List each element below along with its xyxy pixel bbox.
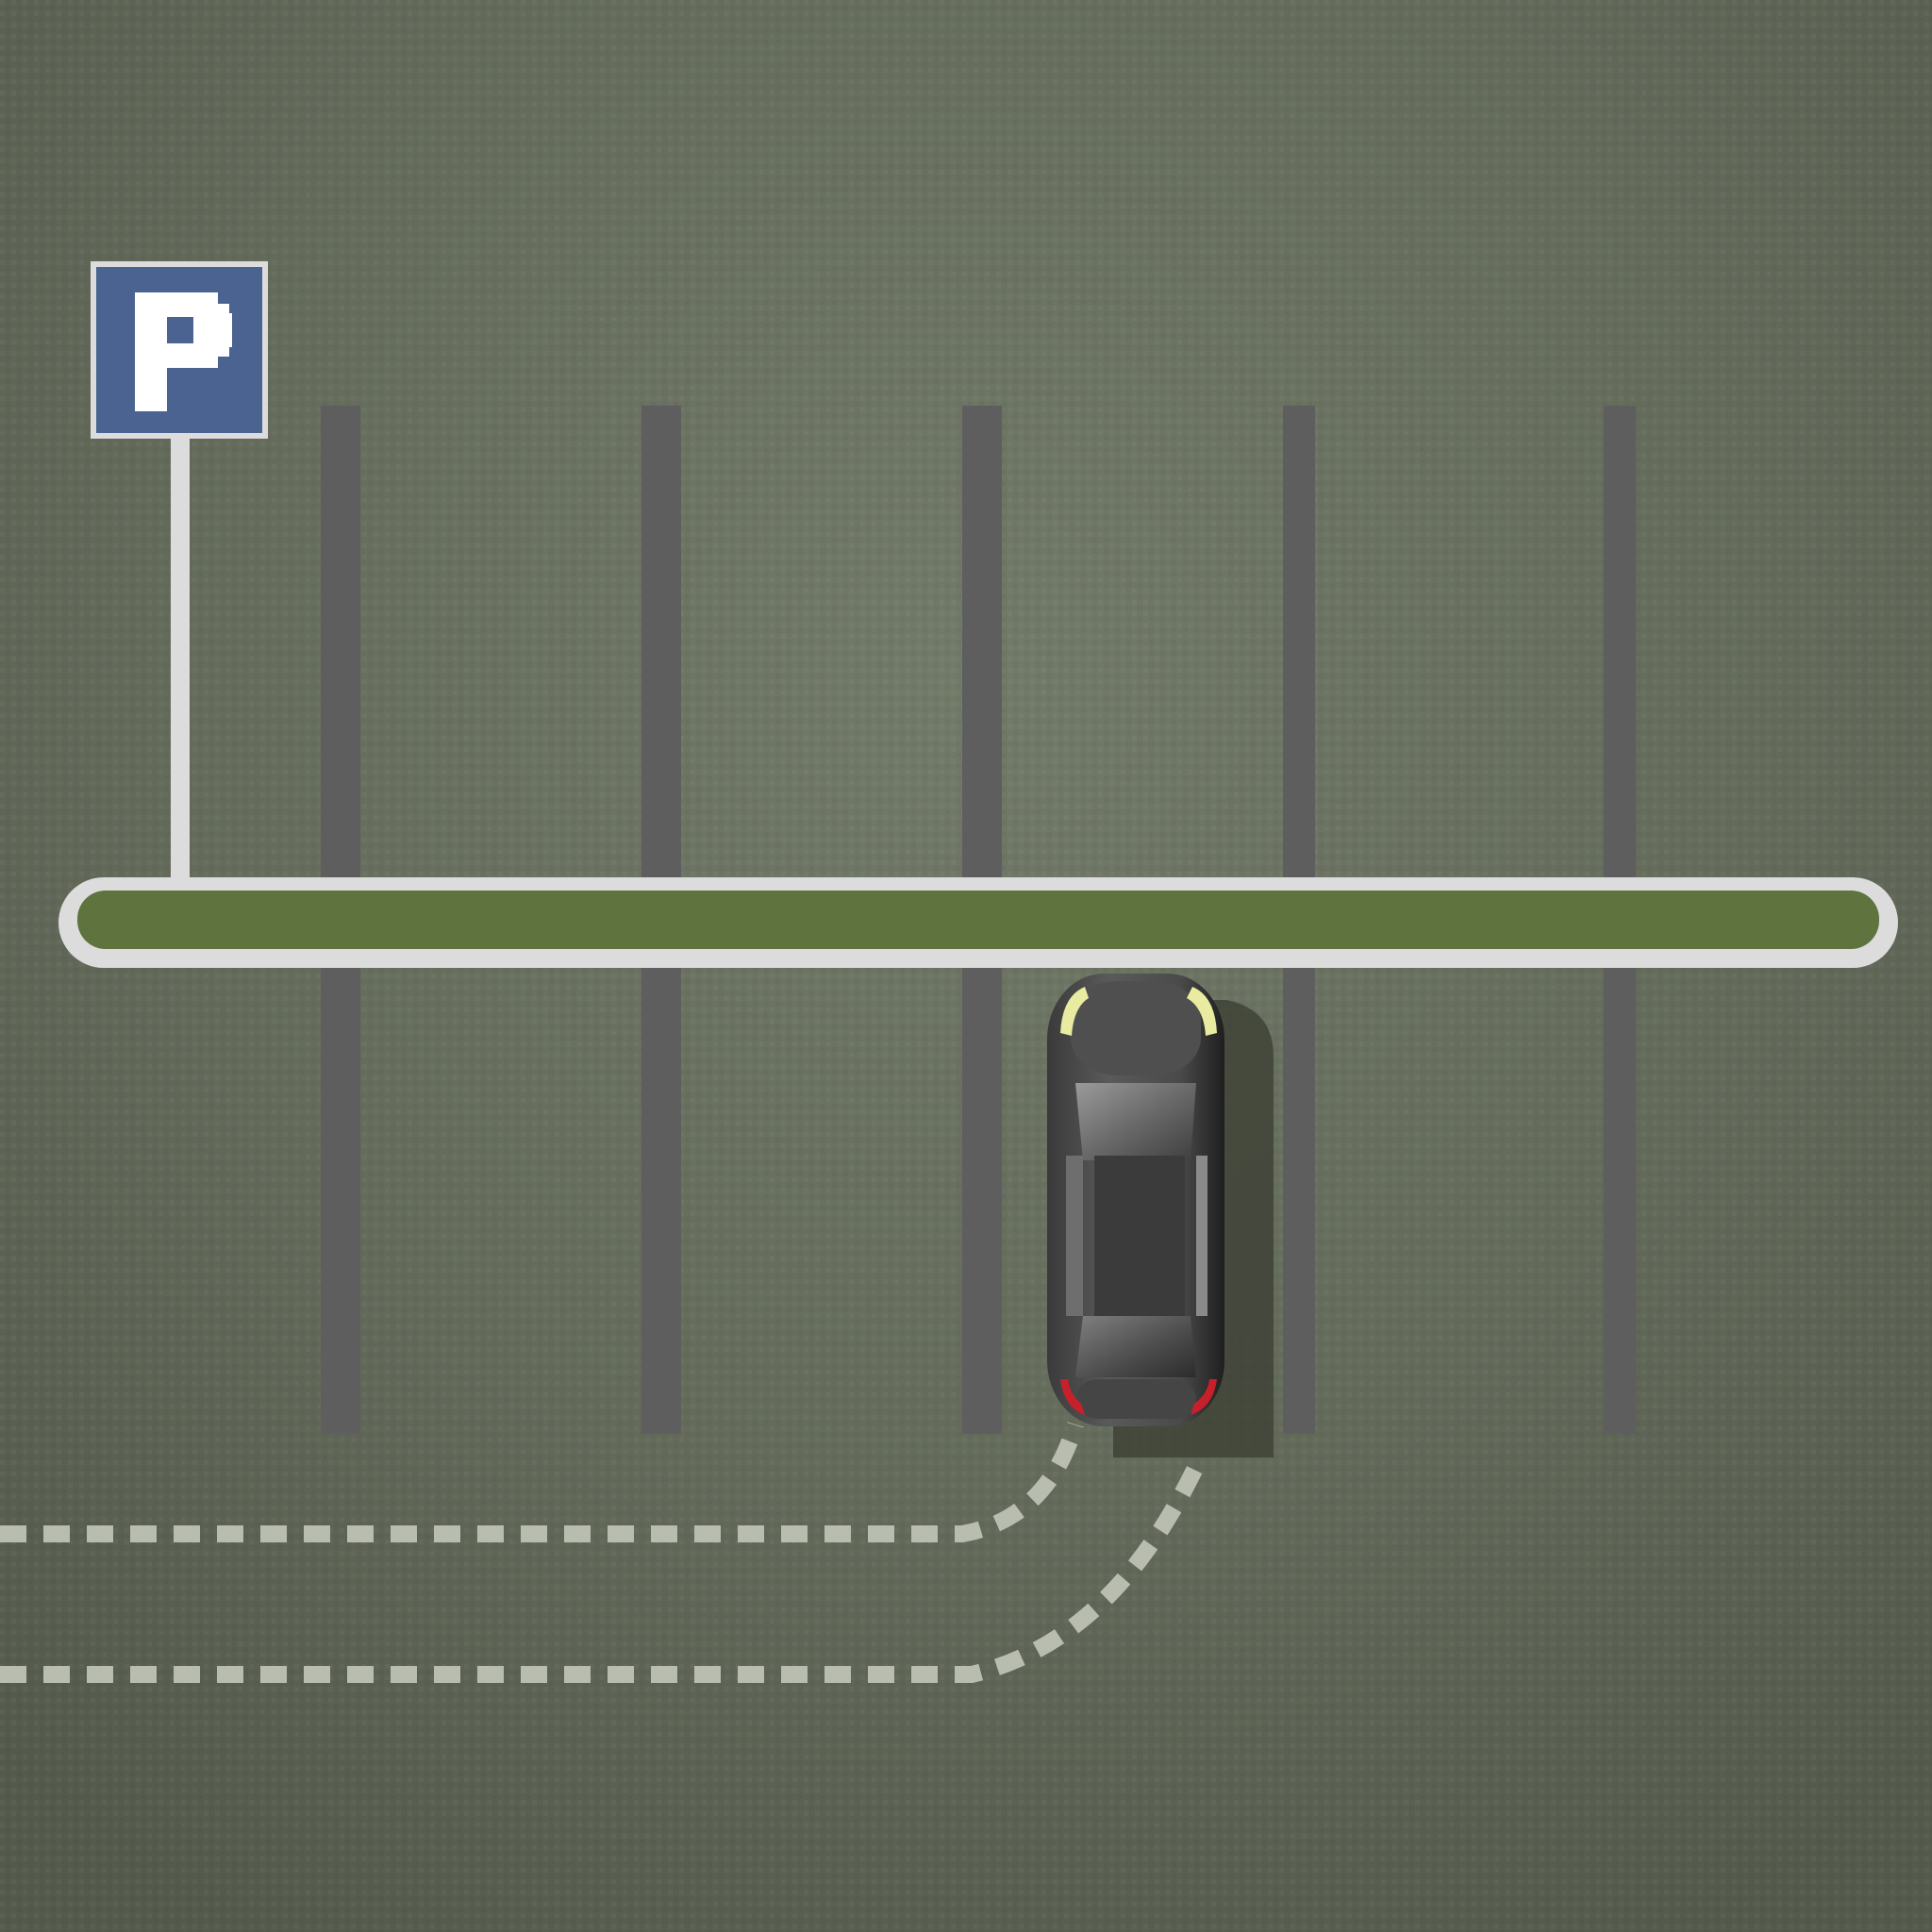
stall-divider [1604, 406, 1636, 877]
parking-sign: P [91, 261, 268, 439]
car-rear-window [1075, 1316, 1196, 1377]
sign-pole [171, 429, 190, 882]
upper-stall-dividers [321, 406, 1636, 877]
car-windshield [1075, 1083, 1196, 1160]
car-left-window [1066, 1156, 1083, 1316]
median-grass [77, 891, 1879, 949]
car-roof [1094, 1156, 1185, 1321]
center-median [58, 877, 1898, 968]
car-top-view-icon [1047, 974, 1274, 1457]
stall-divider [321, 406, 360, 877]
stall-divider [962, 962, 1002, 1434]
car-right-headlight [1187, 987, 1217, 1036]
car-right-window [1196, 1156, 1208, 1316]
stall-divider [641, 406, 681, 877]
stall-divider [1283, 962, 1315, 1434]
stall-divider [1604, 962, 1636, 1434]
tire-track-lower [0, 1458, 1207, 1683]
parking-sign-icon [135, 292, 232, 411]
tire-track-upper [0, 1422, 1084, 1542]
stall-divider [962, 406, 1002, 877]
tire-tracks [0, 1422, 1207, 1683]
stall-divider [641, 962, 681, 1434]
stall-divider [1283, 406, 1315, 877]
lower-stall-dividers [321, 962, 1636, 1434]
car-left-taillight [1060, 1379, 1085, 1415]
car-right-taillight [1191, 1379, 1217, 1415]
stall-divider [321, 962, 360, 1434]
car-left-headlight [1060, 987, 1089, 1036]
car-trunk [1075, 1379, 1196, 1419]
car-hood [1071, 981, 1201, 1075]
